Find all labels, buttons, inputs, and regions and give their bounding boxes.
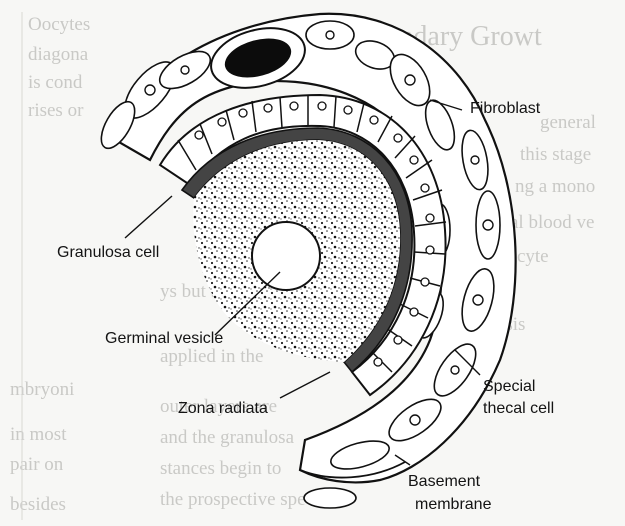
bleed-left-2: diagona: [28, 44, 89, 65]
bleed-right-2: this stage: [520, 144, 591, 165]
bleed-right-3: ng a mono: [515, 176, 595, 197]
bleed-right-11: stances begin to: [160, 458, 281, 479]
bleed-left-3: is cond: [28, 72, 83, 93]
bleed-left-8: besides: [10, 494, 66, 515]
label-granulosa-cell: Granulosa cell: [57, 244, 159, 261]
bleed-right-12: the prospective spe: [160, 489, 306, 510]
bleed-right-1: general: [540, 112, 596, 133]
label-special-thecal-line2: thecal cell: [483, 400, 554, 417]
bleed-left-7: pair on: [10, 454, 64, 475]
bleed-left-5: mbryoni: [10, 379, 74, 400]
label-basement-line2: membrane: [415, 496, 492, 513]
bleed-left-6: in most: [10, 424, 67, 445]
bleed-left-1: Oocytes: [28, 14, 90, 35]
bleed-left-4: rises or: [28, 100, 84, 121]
bleed-right-10: and the granulosa: [160, 427, 295, 448]
label-special-thecal-line1: Special: [483, 378, 535, 395]
bleed-right-4: al blood ve: [510, 212, 594, 233]
label-germinal-vesicle: Germinal vesicle: [105, 330, 223, 347]
bleed-right-8: applied in the: [160, 346, 263, 367]
label-fibroblast: Fibroblast: [470, 100, 541, 117]
label-zona-radiata: Zona radiata: [178, 400, 268, 417]
germinal-vesicle: [252, 222, 320, 290]
label-basement-line1: Basement: [408, 473, 481, 490]
